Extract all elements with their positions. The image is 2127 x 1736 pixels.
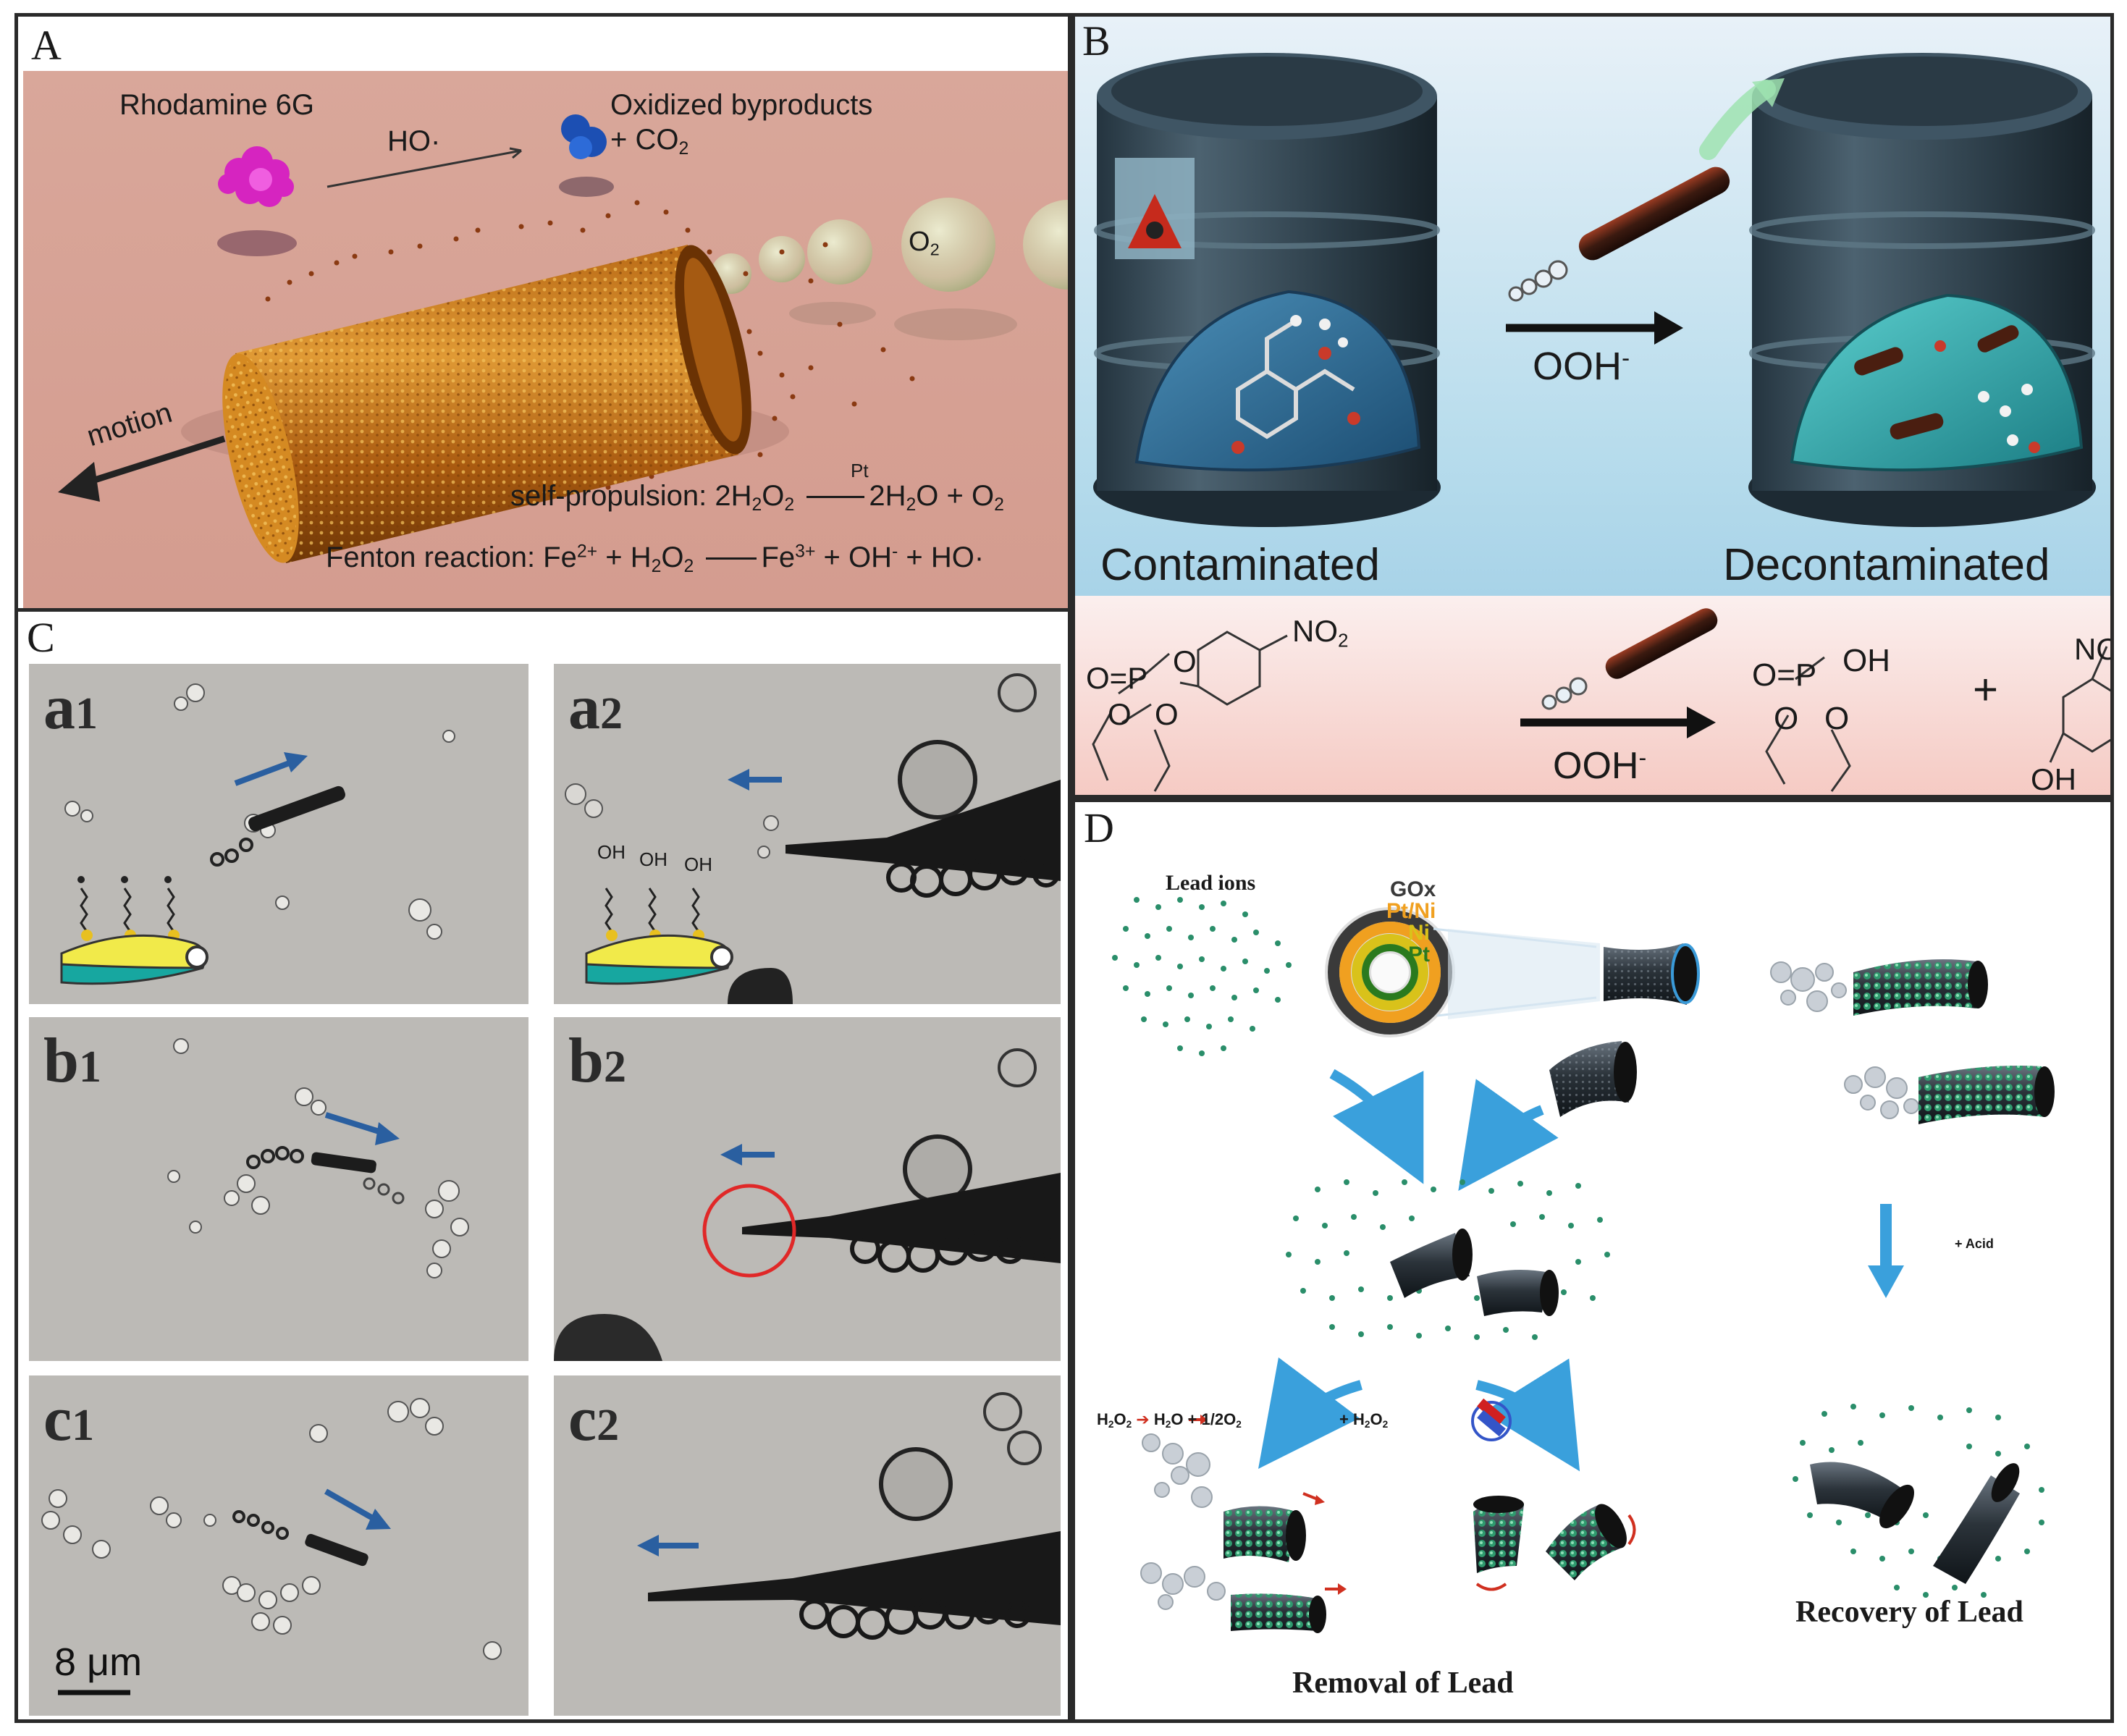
micrograph-b1-scene xyxy=(167,1038,469,1278)
micrograph-a1-scene xyxy=(60,683,455,985)
reagent-top-label: OOH- xyxy=(1533,345,1630,388)
micrograph-b2-scene xyxy=(554,1048,1061,1361)
panel-b-scene xyxy=(1075,17,2110,795)
product-p-label: O=P xyxy=(1752,657,1817,693)
layer-ptni-label: Pt/Ni xyxy=(1386,899,1436,923)
panel-c-label: C xyxy=(27,614,55,661)
panel-a-scene xyxy=(23,71,1068,608)
decontaminated-caption: Decontaminated xyxy=(1723,540,2050,590)
product-phenol-oh-label: OH xyxy=(2031,762,2076,796)
decontaminated-drum-icon xyxy=(1748,53,2096,527)
reactant-o-label: O xyxy=(1173,644,1197,678)
reactant-o3-label: O xyxy=(1155,697,1179,731)
reactant-o2-label: O xyxy=(1108,697,1132,731)
oh-label-2: OH xyxy=(639,848,667,870)
product-o2-label: O xyxy=(1824,701,1850,736)
product-no2-label: NO2 xyxy=(2074,632,2110,666)
micrograph-c2-scene xyxy=(637,1392,1061,1640)
propulsion-equation: self-propulsion: 2H2O2 2H2O + O2 xyxy=(510,480,1004,515)
panel-d-label: D xyxy=(1084,804,1114,851)
tile-b2-label: b2 xyxy=(568,1026,626,1096)
arrow-icon xyxy=(706,557,757,560)
scale-bar-label: 8 μm xyxy=(54,1640,143,1684)
panel-d-scene xyxy=(1112,897,2055,1633)
micrograph-c1-scene xyxy=(41,1398,502,1695)
tile-c1-label: c1 xyxy=(43,1384,95,1454)
oxidant-label: HO· xyxy=(387,125,441,157)
contaminated-drum-icon xyxy=(1093,53,1441,527)
micrograph-c2: c2 xyxy=(554,1375,1061,1716)
micrograph-c1: c1 8 μm xyxy=(29,1375,528,1716)
lead-ions-label: Lead ions xyxy=(1166,871,1256,895)
panel-a: A xyxy=(14,13,1071,614)
oh-label-1: OH xyxy=(597,841,626,863)
contaminated-caption: Contaminated xyxy=(1100,540,1381,590)
product-oh-label: OH xyxy=(1842,643,1890,678)
removal-caption: Removal of Lead xyxy=(1292,1667,1514,1700)
panel-b-label: B xyxy=(1082,17,1111,64)
micrograph-a1: a1 xyxy=(29,664,528,1004)
pt-catalyst-label: Pt xyxy=(851,460,869,481)
red-arrow-icon: ➔ xyxy=(1136,1410,1150,1428)
tile-c2-label: c2 xyxy=(568,1384,620,1454)
panel-d: D Lead ions GOx Pt/Ni Ni Pt + Acid H2O2 … xyxy=(1071,799,2114,1723)
layer-gox-label: GOx xyxy=(1390,877,1436,901)
reagent-bottom-label: OOH- xyxy=(1553,744,1647,787)
micrograph-a2-scene xyxy=(565,673,1061,1004)
products-label: Oxidized byproducts xyxy=(610,89,873,121)
tile-a1-label: a1 xyxy=(43,673,98,743)
micrograph-a2: a2 OH OH OH xyxy=(554,664,1061,1004)
panel-a-label: A xyxy=(31,22,62,69)
reactant-label: Rhodamine 6G xyxy=(119,89,315,121)
acid-label: + Acid xyxy=(1955,1236,1994,1251)
layer-ni-label: Ni xyxy=(1408,921,1430,945)
micrograph-b2: b2 xyxy=(554,1017,1061,1361)
lead-ion-cloud-icon xyxy=(1112,897,1292,1056)
magnet-icon xyxy=(1471,1398,1512,1441)
tile-a2-label: a2 xyxy=(568,673,623,743)
arrow-icon xyxy=(806,496,865,498)
product-o-label: O xyxy=(1774,701,1799,736)
panel-b: B OOH- Contaminated Decontaminated NO2 O… xyxy=(1071,13,2114,799)
reactant-p-label: O=P xyxy=(1086,661,1148,695)
products-co2-label: + CO2 xyxy=(610,124,689,159)
fenton-equation: Fenton reaction: Fe2+ + H2O2 Fe3+ + OH- … xyxy=(326,542,985,576)
layer-pt-label: Pt xyxy=(1408,943,1430,966)
oh-label-3: OH xyxy=(684,854,712,875)
gas-o2-label: O2 xyxy=(909,227,940,259)
recovery-caption: Recovery of Lead xyxy=(1795,1596,2023,1629)
plus-h2o2-label: + H2O2 xyxy=(1339,1410,1389,1430)
reactant-no2-label: NO2 xyxy=(1292,614,1349,652)
plus-sign: + xyxy=(1973,665,1999,714)
micrograph-b1: b1 xyxy=(29,1017,528,1361)
panel-c: C a1 xyxy=(14,608,1071,1723)
decomposition-label: H2O2 ➔ H2O + 1/2O2 xyxy=(1097,1410,1242,1430)
tile-b1-label: b1 xyxy=(43,1026,101,1096)
